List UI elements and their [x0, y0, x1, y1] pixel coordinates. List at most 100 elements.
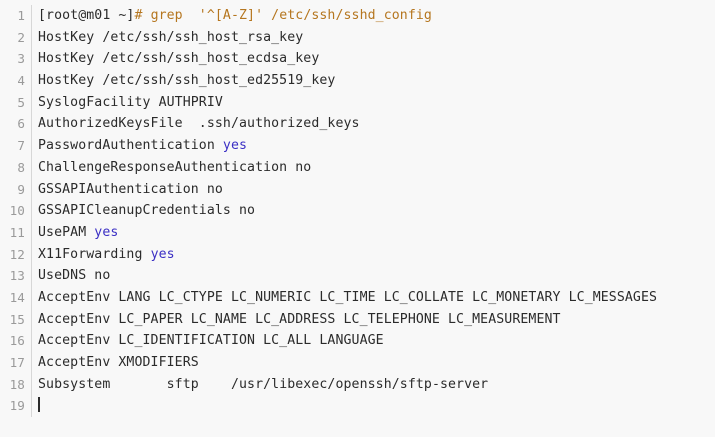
line-number: 2: [17, 29, 25, 45]
gutter-divider: [31, 330, 32, 352]
gutter-divider: [31, 308, 32, 331]
code-line[interactable]: 7 PasswordAuthentication yes: [0, 135, 715, 157]
line-content: X11Forwarding yes: [38, 244, 175, 266]
code-token-default: AcceptEnv LC_IDENTIFICATION LC_ALL LANGU…: [38, 333, 384, 349]
code-token-default: AuthorizedKeysFile .ssh/authorized_keys: [38, 116, 360, 132]
code-token-default: GSSAPICleanupCredentials no: [38, 203, 256, 219]
line-content: AcceptEnv LC_PAPER LC_NAME LC_ADDRESS LC…: [38, 309, 561, 331]
line-content: ChallengeResponseAuthentication no: [38, 157, 311, 179]
line-content: [38, 395, 40, 417]
code-token-value: yes: [94, 224, 119, 240]
code-token-default: HostKey /etc/ssh/ssh_host_ed25519_key: [38, 73, 336, 89]
line-content: UsePAM yes: [38, 222, 118, 244]
gutter-divider: [31, 26, 32, 49]
line-number: 10: [9, 203, 25, 219]
line-content: Subsystem sftp /usr/libexec/openssh/sftp…: [38, 374, 488, 396]
code-token-default: GSSAPIAuthentication no: [38, 181, 223, 197]
code-line[interactable]: 8 ChallengeResponseAuthentication no: [0, 156, 715, 179]
gutter-divider: [31, 352, 32, 374]
line-number: 1: [17, 8, 25, 23]
code-token-default: SyslogFacility AUTHPRIV: [38, 94, 223, 110]
text-cursor: [38, 397, 40, 413]
gutter-divider: [31, 221, 32, 244]
code-token-default: UseDNS no: [38, 268, 111, 284]
code-line[interactable]: 16 AcceptEnv LC_IDENTIFICATION LC_ALL LAN…: [0, 330, 715, 352]
line-number: 19: [9, 398, 25, 414]
line-number: 18: [9, 376, 25, 392]
code-line[interactable]: 13 UseDNS no: [0, 265, 715, 287]
line-content: GSSAPICleanupCredentials no: [38, 200, 255, 222]
line-content: UseDNS no: [38, 265, 110, 287]
line-content: SyslogFacility AUTHPRIV: [38, 92, 223, 114]
line-number: 16: [9, 333, 25, 349]
code-token-default: AcceptEnv LC_PAPER LC_NAME LC_ADDRESS LC…: [38, 311, 561, 327]
line-number: 12: [9, 246, 25, 262]
line-content: PasswordAuthentication yes: [38, 135, 247, 157]
gutter-divider: [31, 70, 32, 92]
line-content: HostKey /etc/ssh/ssh_host_ed25519_key: [38, 70, 335, 92]
gutter-divider: [31, 5, 32, 27]
gutter-divider: [31, 200, 32, 222]
code-token-value: yes: [222, 138, 248, 154]
code-line[interactable]: 6 AuthorizedKeysFile .ssh/authorized_keys: [0, 113, 715, 136]
gutter-divider: [31, 243, 32, 266]
line-content: GSSAPIAuthentication no: [38, 179, 223, 201]
gutter-divider: [31, 135, 32, 157]
code-token-value: yes: [150, 246, 175, 262]
line-number: 13: [9, 268, 25, 284]
line-number: 9: [17, 181, 25, 197]
code-line[interactable]: 10 GSSAPICleanupCredentials no: [0, 200, 715, 222]
code-token-default: AcceptEnv XMODIFIERS: [38, 355, 199, 370]
line-number: 15: [9, 311, 25, 327]
code-token-default: HostKey /etc/ssh/ssh_host_ecdsa_key: [38, 51, 320, 67]
code-token-default: X11Forwarding: [38, 246, 151, 262]
gutter-divider: [31, 286, 32, 309]
line-number: 3: [17, 51, 25, 67]
code-line[interactable]: 5 SyslogFacility AUTHPRIV: [0, 91, 715, 114]
line-number: 17: [9, 355, 25, 370]
code-line[interactable]: 11 UsePAM yes: [0, 221, 715, 244]
gutter-divider: [31, 113, 32, 136]
code-token-default: AcceptEnv LANG LC_CTYPE LC_NUMERIC LC_TI…: [38, 289, 658, 305]
code-lines-container: 1 [root@m01 ~]# grep '^[A-Z]' /etc/ssh/ss…: [0, 5, 715, 418]
code-token-default: HostKey /etc/ssh/ssh_host_rsa_key: [38, 29, 304, 45]
line-content: AcceptEnv LC_IDENTIFICATION LC_ALL LANGU…: [38, 330, 384, 352]
code-line[interactable]: 1 [root@m01 ~]# grep '^[A-Z]' /etc/ssh/ss…: [0, 5, 715, 27]
code-line[interactable]: 17 AcceptEnv XMODIFIERS: [0, 352, 715, 374]
line-content: AcceptEnv LANG LC_CTYPE LC_NUMERIC LC_TI…: [38, 287, 657, 309]
line-content: HostKey /etc/ssh/ssh_host_ecdsa_key: [38, 48, 319, 70]
code-token-default: [root@m01 ~]: [38, 8, 135, 23]
line-content: [root@m01 ~]# grep '^[A-Z]' /etc/ssh/ssh…: [38, 5, 432, 27]
line-number: 5: [17, 94, 25, 110]
gutter-divider: [31, 373, 32, 396]
code-line[interactable]: 2 HostKey /etc/ssh/ssh_host_rsa_key: [0, 26, 715, 49]
gutter-divider: [31, 265, 32, 287]
code-line[interactable]: 15 AcceptEnv LC_PAPER LC_NAME LC_ADDRESS …: [0, 308, 715, 331]
code-line[interactable]: 3 HostKey /etc/ssh/ssh_host_ecdsa_key: [0, 48, 715, 71]
code-token-default: Subsystem sftp /usr/libexec/openssh/sftp…: [38, 376, 489, 392]
code-line[interactable]: 14 AcceptEnv LANG LC_CTYPE LC_NUMERIC LC_…: [0, 286, 715, 309]
line-number: 11: [9, 224, 25, 240]
line-content: HostKey /etc/ssh/ssh_host_rsa_key: [38, 27, 303, 49]
code-line[interactable]: 18 Subsystem sftp /usr/libexec/openssh/sf…: [0, 373, 715, 396]
line-number: 8: [17, 159, 25, 175]
line-number: 14: [9, 289, 25, 305]
gutter-divider: [31, 156, 32, 179]
code-token-default: PasswordAuthentication: [38, 138, 223, 154]
line-number: 4: [17, 73, 25, 89]
code-line[interactable]: 9 GSSAPIAuthentication no: [0, 178, 715, 201]
code-token-default: ChallengeResponseAuthentication no: [38, 159, 312, 175]
code-token-cmd: # grep '^[A-Z]' /etc/ssh/sshd_config: [134, 8, 432, 23]
line-content: AuthorizedKeysFile .ssh/authorized_keys: [38, 113, 360, 135]
code-token-default: UsePAM: [38, 224, 95, 240]
gutter-divider: [31, 395, 32, 418]
code-line[interactable]: 19: [0, 395, 715, 418]
line-content: AcceptEnv XMODIFIERS: [38, 352, 199, 374]
code-line[interactable]: 12 X11Forwarding yes: [0, 243, 715, 266]
line-number: 7: [17, 138, 25, 154]
line-number: 6: [17, 116, 25, 132]
gutter-divider: [31, 48, 32, 71]
gutter-divider: [31, 178, 32, 201]
code-line[interactable]: 4 HostKey /etc/ssh/ssh_host_ed25519_key: [0, 70, 715, 92]
